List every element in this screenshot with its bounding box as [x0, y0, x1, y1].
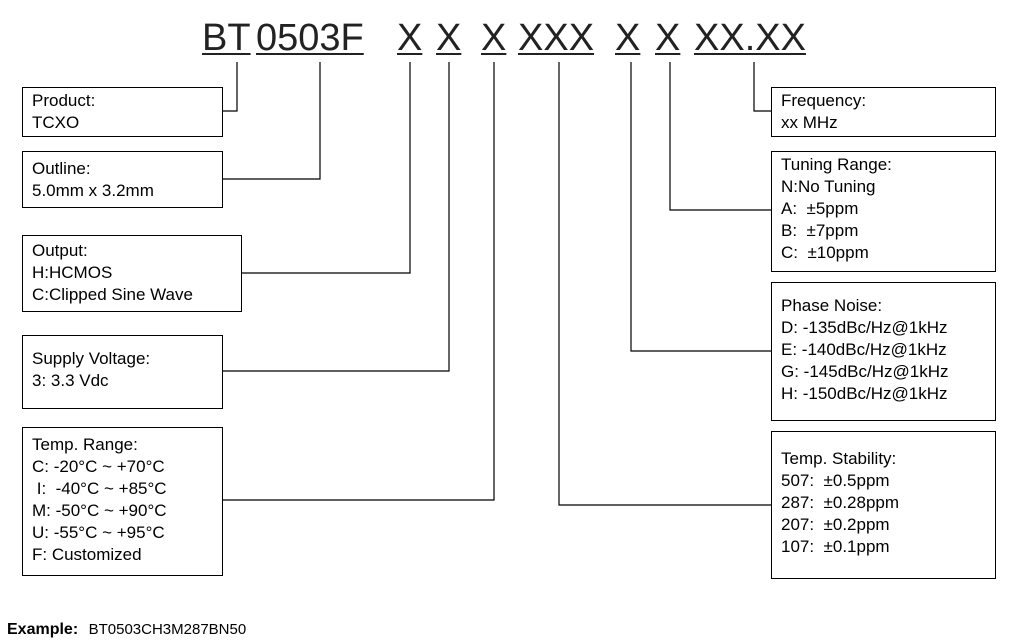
output-box: Output: H:HCMOS C:Clipped Sine Wave [22, 235, 242, 312]
outline-box: Outline: 5.0mm x 3.2mm [22, 151, 223, 208]
connector-output [241, 62, 411, 274]
product-heading: Product: [32, 91, 96, 110]
connector-frequency [753, 62, 771, 112]
segment-outline-code: 0503F [256, 17, 364, 59]
example-value: BT0503CH3M287BN50 [88, 621, 247, 638]
output-option-c: C:Clipped Sine Wave [32, 285, 193, 304]
segment-supply-voltage: X [436, 17, 462, 59]
temp-stability-option-107: 107: ±0.1ppm [781, 537, 890, 556]
temp-range-option-u: U: -55°C ~ +95°C [32, 523, 165, 542]
temp-stability-option-207: 207: ±0.2ppm [781, 515, 890, 534]
phase-noise-option-g: G: -145dBc/Hz@1kHz [781, 362, 949, 381]
temp-stability-heading: Temp. Stability: [781, 449, 897, 468]
temp-range-box: Temp. Range: C: -20°C ~ +70°C I: -40°C ~… [22, 427, 223, 576]
tuning-range-option-c: C: ±10ppm [781, 243, 869, 262]
segment-phase-noise: X [615, 17, 641, 59]
frequency-value: xx MHz [781, 113, 838, 132]
phase-noise-heading: Phase Noise: [781, 296, 883, 315]
example-line: Example: BT0503CH3M287BN50 [7, 619, 246, 641]
temp-stability-option-287: 287: ±0.28ppm [781, 493, 900, 512]
segment-tuning-range: X [655, 17, 681, 59]
segment-frequency: XX.XX [694, 17, 806, 59]
phase-noise-box: Phase Noise: D: -135dBc/Hz@1kHz E: -140d… [771, 282, 996, 421]
connector-tuning-range [669, 62, 771, 211]
output-option-h: H:HCMOS [32, 263, 113, 282]
connector-product [222, 62, 238, 112]
temp-range-option-c: C: -20°C ~ +70°C [32, 457, 165, 476]
temp-range-option-i: I: -40°C ~ +85°C [32, 479, 167, 498]
segment-series: BT [202, 17, 251, 59]
tuning-range-option-a: A: ±5ppm [781, 199, 859, 218]
product-box: Product: TCXO [22, 87, 223, 137]
supply-voltage-box: Supply Voltage: 3: 3.3 Vdc [22, 335, 223, 409]
frequency-heading: Frequency: [781, 91, 867, 110]
temp-stability-option-507: 507: ±0.5ppm [781, 471, 890, 490]
connector-supply-voltage [222, 62, 450, 372]
frequency-box: Frequency: xx MHz [771, 87, 996, 137]
temp-range-option-m: M: -50°C ~ +90°C [32, 501, 167, 520]
segment-output: X [397, 17, 423, 59]
temp-range-option-f: F: Customized [32, 545, 142, 564]
part-number-code: BT 0503F X X X XXX X X XX.XX [0, 14, 1017, 64]
temp-stability-box: Temp. Stability: 507: ±0.5ppm 287: ±0.28… [771, 431, 996, 579]
output-heading: Output: [32, 241, 88, 260]
segment-temp-stability: XXX [518, 17, 595, 59]
tuning-range-box: Tuning Range: N:No Tuning A: ±5ppm B: ±7… [771, 151, 996, 272]
tuning-range-heading: Tuning Range: [781, 155, 892, 174]
tuning-range-option-b: B: ±7ppm [781, 221, 859, 240]
outline-heading: Outline: [32, 159, 91, 178]
outline-value: 5.0mm x 3.2mm [32, 181, 154, 200]
phase-noise-option-e: E: -140dBc/Hz@1kHz [781, 340, 947, 359]
supply-voltage-heading: Supply Voltage: [32, 349, 151, 368]
example-label: Example: [7, 621, 79, 638]
tuning-range-option-n: N:No Tuning [781, 177, 876, 196]
supply-voltage-value: 3: 3.3 Vdc [32, 371, 109, 390]
connector-outline [222, 62, 321, 180]
phase-noise-option-h: H: -150dBc/Hz@1kHz [781, 384, 948, 403]
product-value: TCXO [32, 113, 80, 132]
connector-temp-stability [558, 62, 771, 506]
connector-temp-range [222, 62, 495, 501]
segment-temp-range: X [481, 17, 507, 59]
connector-phase-noise [630, 62, 771, 352]
phase-noise-option-d: D: -135dBc/Hz@1kHz [781, 318, 948, 337]
temp-range-heading: Temp. Range: [32, 435, 138, 454]
